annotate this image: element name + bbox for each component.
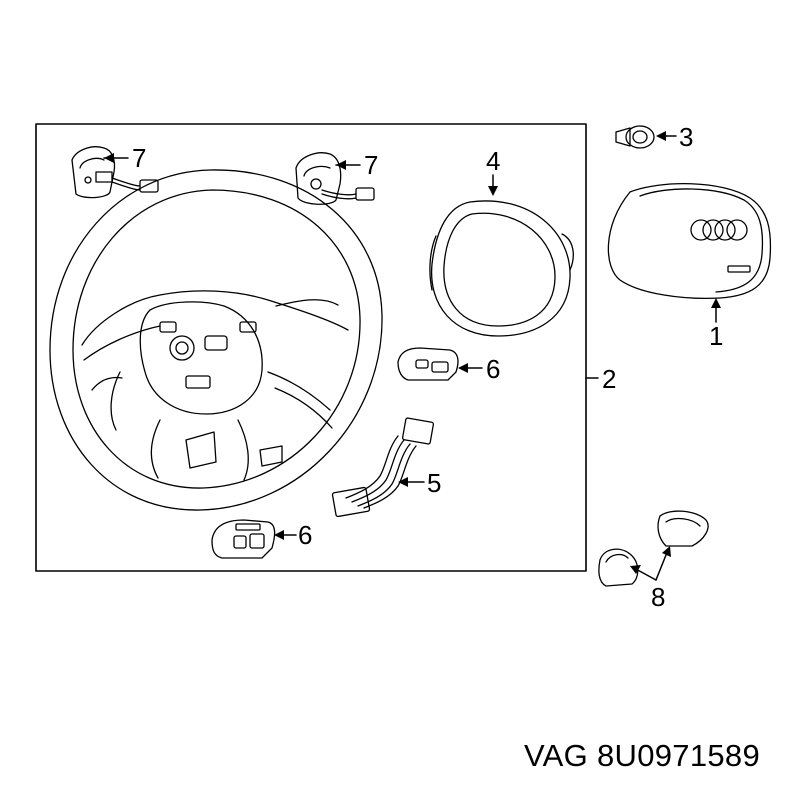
airbag-module [607,183,772,299]
switch-module-lower [211,519,276,559]
callout-3: 3 [679,122,694,152]
switch-module-upper [397,347,459,381]
callout-5: 5 [427,468,442,498]
harness-connector-left [71,146,159,199]
bolt [615,125,655,149]
callout-8: 8 [651,582,666,612]
callout-6-lower: 6 [298,520,313,550]
callout-6-upper: 6 [486,354,501,384]
assembly-frame [35,123,587,572]
callout-1: 1 [709,321,724,351]
callout-7-right: 7 [364,150,379,180]
bezel-ring [429,200,574,337]
steering-wheel [49,169,383,511]
trim-cap-pair [598,510,709,587]
callout-2: 2 [602,364,617,394]
harness-connector-right [295,152,375,205]
ribbon-cable [331,417,435,518]
callout-7-left: 7 [132,143,147,173]
part-number-caption: VAG 8U0971589 [524,738,760,773]
callout-4: 4 [486,146,501,176]
leader-arrows [103,131,721,581]
